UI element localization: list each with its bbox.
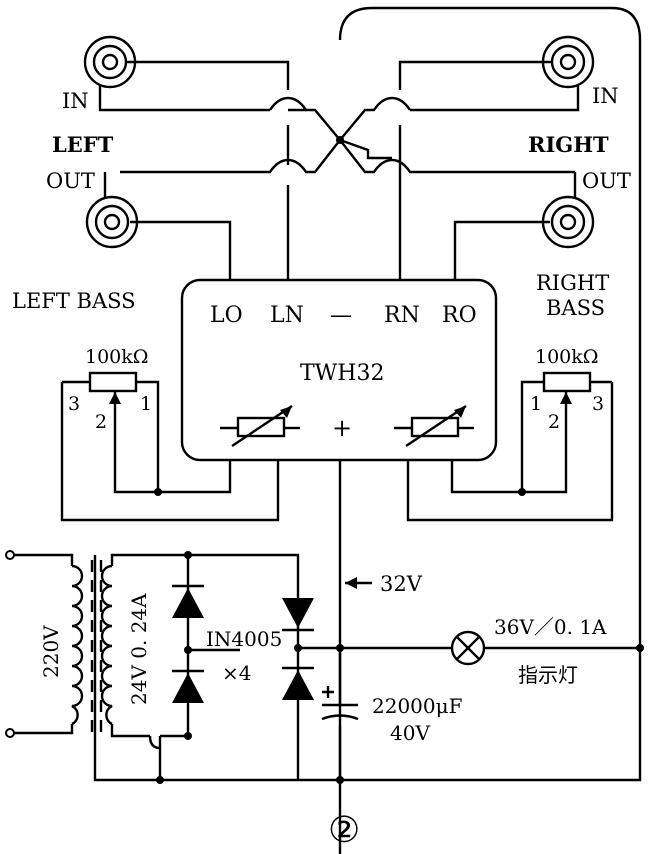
diodes-label-1: IN4005 [206,627,282,651]
transformer [5,550,300,740]
capacitor-label-2: 40V [390,721,430,745]
left-bass-pot [60,371,280,522]
right-in-jack [398,35,595,112]
right-label: RIGHT [528,132,609,157]
right-bass-label-2: BASS [546,296,605,320]
right-pot-value: 100kΩ [535,346,599,368]
supply-voltage-label: 32V [380,572,423,596]
chip-pin-ln: LN [270,303,304,328]
left-pot-value: 100kΩ [85,346,149,368]
chip-pin-rn: RN [384,303,420,328]
right-in-label: IN [592,84,619,108]
right-bass-pot [406,371,614,522]
capacitor-label-1: 22000μF [372,694,463,718]
bridge-rectifier [148,551,314,784]
right-out-label: OUT [582,169,631,193]
left-in-label: IN [62,89,89,113]
right-out-jack [453,172,595,280]
chip-variable-resistor-left [220,405,300,447]
right-pot-pin1: 1 [530,393,542,415]
left-pot-pin2: 2 [95,411,107,433]
left-pot-pin3: 3 [68,393,80,415]
left-out-jack [85,172,232,280]
right-wires [336,96,575,280]
lamp-rating-label: 36V／0. 1A [494,615,607,639]
diodes-label-2: ×4 [222,661,251,685]
right-bass-label-1: RIGHT [536,271,609,295]
mains-label: 220V [39,625,63,678]
filter-capacitor [321,686,359,721]
chip-pin-ro: RO [442,303,477,328]
chip-name: TWH32 [300,361,384,386]
chip-variable-resistor-right [394,405,474,447]
left-wires [120,60,341,280]
chip-plus: + [332,414,352,442]
left-label: LEFT [52,132,114,157]
supply-rail [298,460,452,784]
chip-pin-lo: LO [210,303,243,328]
right-pot-pin3: 3 [592,393,604,415]
figure-number: ② [328,810,360,851]
lamp-label: 指示灯 [518,663,578,687]
left-bass-label: LEFT BASS [12,289,136,313]
left-pot-pin1: 1 [140,393,152,415]
left-in-jack [83,35,270,112]
indicator-lamp [450,630,644,666]
right-pot-pin2: 2 [548,411,560,433]
secondary-label: 24V 0. 24A [127,593,151,705]
chip-pin-minus: — [330,303,352,328]
left-out-label: OUT [46,169,95,193]
